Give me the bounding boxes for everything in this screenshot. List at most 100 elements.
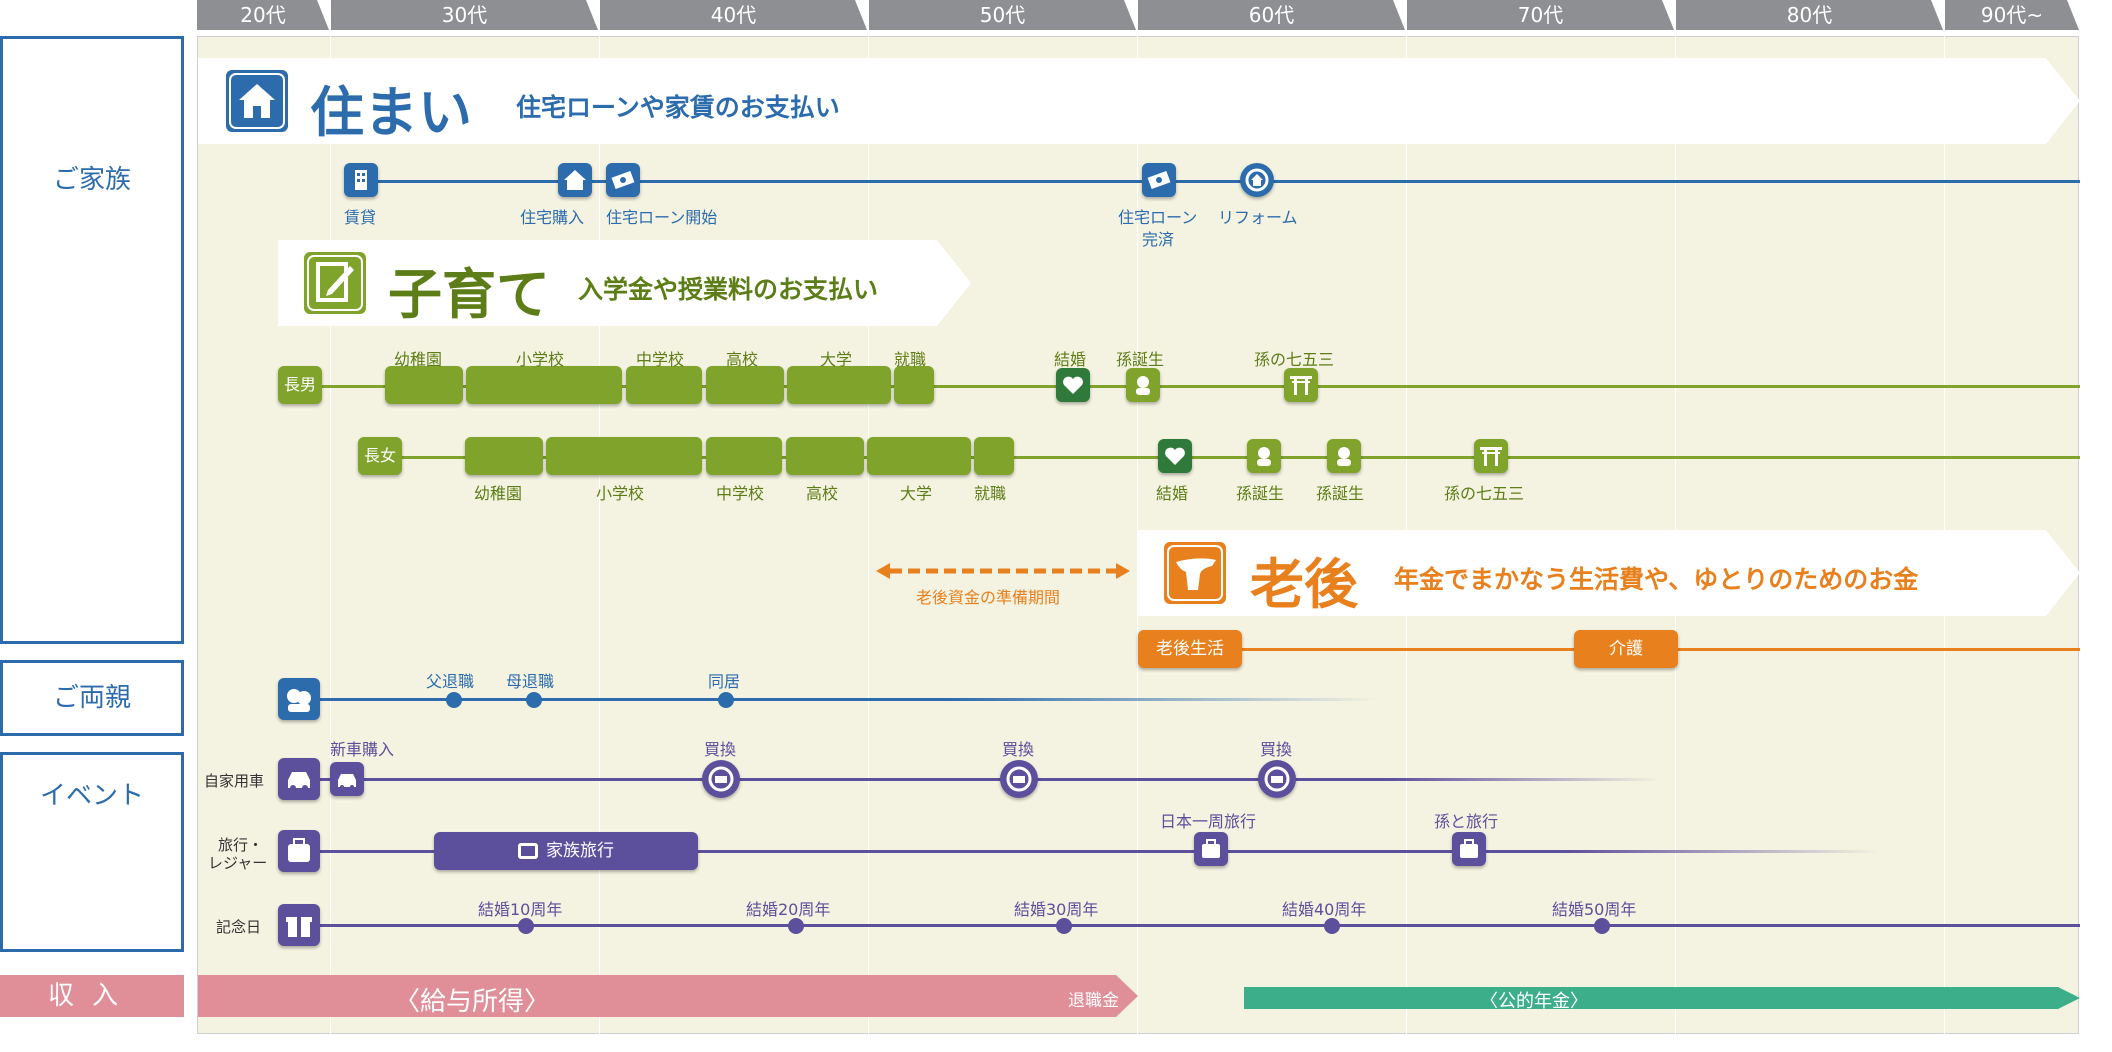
anniversary-dot [1324, 918, 1340, 934]
baby-icon [1247, 439, 1281, 473]
money-icon [1142, 163, 1176, 197]
son-timeline [300, 385, 2080, 388]
travel-label-1: 旅行・ [218, 836, 264, 854]
housing-banner: 住まい 住宅ローンや家賃のお支払い [198, 58, 2080, 144]
age-30s: 30代 [331, 0, 598, 30]
housing-title: 住まい [310, 81, 472, 144]
anniv-30: 結婚30周年 [1014, 900, 1099, 919]
replace-car-icon [1258, 760, 1296, 798]
childcare-banner: 子育て 入学金や授業料のお支払い [278, 240, 971, 326]
parents-timeline [300, 698, 1380, 701]
daughter-elementary: 小学校 [596, 484, 645, 503]
anniversary-label: 記念日 [216, 918, 262, 936]
prep-arrow [876, 563, 1130, 579]
baby-icon [1126, 368, 1160, 402]
replace-car-icon [1000, 760, 1038, 798]
replace-car-icon [702, 760, 740, 798]
grid-line [1137, 36, 1138, 1034]
pipe-icon [1164, 542, 1226, 604]
salary-bar: 〈給与所得〉 退職金 [198, 975, 1138, 1017]
pension-bar: 〈公的年金〉 [1244, 987, 2080, 1009]
son-grandchild: 孫誕生 [1116, 350, 1165, 369]
son-high: 高校 [726, 350, 759, 369]
son-elementary-bar [466, 366, 622, 404]
daughter-job-bar [974, 437, 1014, 475]
replace-1: 買換 [704, 740, 737, 759]
sidebar-events: イベント [0, 752, 184, 952]
suitcase-icon [1194, 832, 1228, 866]
daughter-grandchild-2: 孫誕生 [1316, 484, 1365, 503]
heart-icon [1056, 368, 1090, 402]
travel-timeline [300, 850, 1880, 853]
son-job-bar [894, 366, 934, 404]
parents-icon [278, 678, 320, 720]
suitcase-icon [518, 843, 538, 859]
son-shichigosan: 孫の七五三 [1254, 350, 1335, 369]
daughter-label: 長女 [358, 437, 402, 475]
replace-2: 買換 [1002, 740, 1035, 759]
anniversary-timeline [300, 924, 2080, 927]
age-20s: 20代 [197, 0, 329, 30]
money-icon [606, 163, 640, 197]
sidebar-parents: ご両親 [0, 660, 184, 736]
reform-label: リフォーム [1218, 208, 1298, 227]
anniversary-dot [518, 918, 534, 934]
father-retire: 父退職 [426, 672, 475, 691]
son-high-bar [706, 366, 784, 404]
new-car-icon [330, 762, 364, 796]
anniv-20: 結婚20周年 [746, 900, 831, 919]
daughter-elementary-bar [546, 437, 702, 475]
housing-subtitle: 住宅ローンや家賃のお支払い [516, 93, 840, 122]
loan-paid-label: 住宅ローン [1118, 208, 1198, 227]
sidebar-income: 収入 [0, 975, 184, 1017]
retirement-banner: 老後 年金でまかなう生活費や、ゆとりのためのお金 [1138, 530, 2080, 616]
age-80s: 80代 [1676, 0, 1943, 30]
rent-label: 賃貸 [344, 208, 377, 227]
retirement-title: 老後 [1250, 553, 1358, 616]
childcare-subtitle: 入学金や授業料のお支払い [578, 275, 879, 304]
loan-paid-label-2: 完済 [1142, 230, 1175, 249]
retirement-life: 老後生活 [1138, 630, 1242, 668]
daughter-timeline [380, 456, 2080, 459]
son-label: 長男 [278, 366, 322, 404]
anniv-40: 結婚40周年 [1282, 900, 1367, 919]
grandchild-trip: 孫と旅行 [1434, 812, 1499, 831]
daughter-junior-bar [706, 437, 782, 475]
retirement-subtitle: 年金でまかなう生活費や、ゆとりのためのお金 [1394, 565, 1919, 594]
events-label: イベント [39, 781, 144, 811]
baby-icon [1327, 439, 1361, 473]
family-trip: 家族旅行 [546, 841, 614, 861]
age-40s: 40代 [600, 0, 867, 30]
daughter-job: 就職 [974, 484, 1007, 503]
housing-timeline [360, 180, 2080, 183]
son-junior-bar [626, 366, 702, 404]
anniversary-dot [788, 918, 804, 934]
pension-label: 〈公的年金〉 [1480, 991, 1588, 1012]
age-70s: 70代 [1407, 0, 1674, 30]
daughter-high: 高校 [806, 484, 839, 503]
torii-icon [1284, 368, 1318, 402]
mother-retire: 母退職 [506, 672, 555, 691]
nursing-care: 介護 [1574, 630, 1678, 668]
childcare-title: 子育て [388, 263, 550, 326]
grid-line [599, 36, 600, 1034]
daughter-high-bar [786, 437, 864, 475]
son-job: 就職 [894, 350, 927, 369]
purchase-label: 住宅購入 [520, 208, 585, 227]
cohabit-dot [718, 692, 734, 708]
son-university-bar [787, 366, 891, 404]
parents-label: ご両親 [52, 683, 131, 713]
car-label: 自家用車 [204, 772, 265, 790]
sidebar-family: ご家族 [0, 36, 184, 644]
anniv-10: 結婚10周年 [478, 900, 563, 919]
building-icon [344, 163, 378, 197]
age-60s: 60代 [1138, 0, 1405, 30]
heart-icon [1158, 439, 1192, 473]
son-marriage: 結婚 [1054, 350, 1087, 369]
prep-label: 老後資金の準備期間 [916, 588, 1061, 607]
son-kindergarten: 幼稚園 [394, 350, 443, 369]
japan-trip: 日本一周旅行 [1160, 812, 1257, 831]
father-retire-dot [446, 692, 462, 708]
severance-label: 退職金 [1068, 991, 1119, 1011]
suitcase-icon [1452, 832, 1486, 866]
